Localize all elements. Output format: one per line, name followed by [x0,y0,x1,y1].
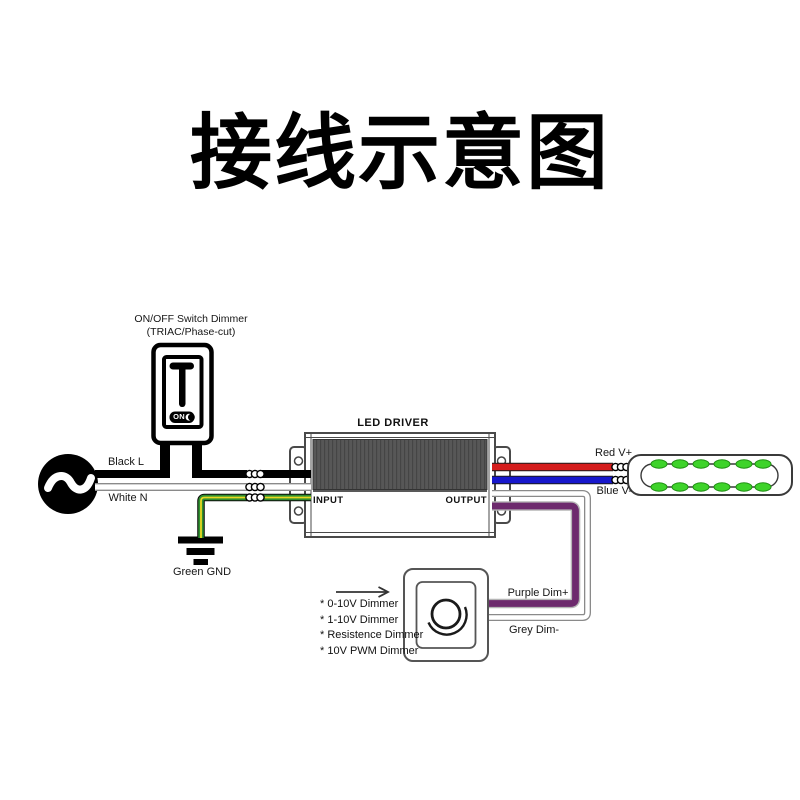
green-ground-label: Green GND [172,566,232,578]
switch-on-badge-label: ON [173,412,185,421]
ac-wave-icon [44,472,95,494]
switch-dimmer-caption: ON/OFF Switch Dimmer (TRIAC/Phase-cut) [115,313,267,339]
blue-negative-label: Blue V- [596,485,632,497]
dimmer-type-list: * 0-10V Dimmer * 1-10V Dimmer * Resisten… [320,599,423,657]
led-driver-box [289,432,511,538]
black-live-label: Black L [107,456,145,468]
switch-on-badge [169,411,195,423]
ac-source-icon [38,454,98,514]
grey-dim-label: Grey Dim- [508,624,560,636]
purple-dim-label: Purple Dim+ [507,587,569,599]
switch-dimmer-caption-line2: (TRIAC/Phase-cut) [146,326,236,338]
dimmer-box [403,568,489,662]
dimmer-type-item: * 0-10V Dimmer [320,598,399,610]
mounting-hole [293,456,304,466]
dimmer-type-item: * 10V PWM Dimmer [320,644,419,657]
dimmer-type-item: * Resistence Dimmer [320,629,424,642]
led-driver-title: LED DRIVER [357,417,429,429]
red-positive-label: Red V+ [595,447,632,459]
wire-purple-dim-positive [487,501,581,609]
heatsink-fins [312,439,488,490]
ground-icon [178,536,223,565]
white-neutral-label: White N [108,492,148,504]
driver-input-label: INPUT [313,495,344,506]
page-title: 接线示意图 [189,108,610,199]
switch-right-pin [192,443,202,478]
wire-grey-dim-negative [487,490,591,621]
driver-output-label: OUTPUT [445,495,487,506]
arrow-icon [336,586,390,598]
mounting-hole [293,506,304,516]
switch-left-pin [160,443,170,478]
dimmer-type-item: * 1-10V Dimmer [320,613,399,626]
switch-lever-icon [169,362,194,407]
led-chip [650,459,772,492]
dimmer-knob-icon [427,598,468,636]
switch-dimmer-box [151,342,214,478]
switch-dimmer-caption-line1: ON/OFF Switch Dimmer [134,313,248,325]
led-module [627,454,793,496]
wire-green-ground [197,493,311,538]
wire-connector [245,462,631,502]
